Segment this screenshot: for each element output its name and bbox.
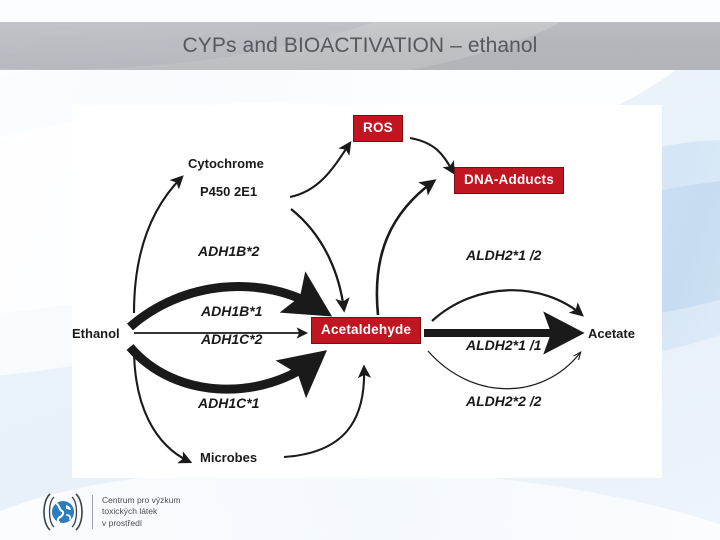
enzyme-label-adh1b2: ADH1B*2 xyxy=(198,243,260,259)
node-dna-adducts: DNA-Adducts xyxy=(454,167,564,194)
org-line-2: toxických látek xyxy=(102,506,158,517)
enzyme-label-adh1c1: ADH1C*1 xyxy=(198,395,260,411)
node-cytochrome-line2: P450 2E1 xyxy=(200,184,258,199)
node-ethanol: Ethanol xyxy=(72,326,120,341)
pathway-arrows xyxy=(126,136,585,464)
page-title: CYPs and BIOACTIVATION – ethanol xyxy=(182,34,538,57)
node-acetaldehyde: Acetaldehyde xyxy=(311,317,422,344)
node-acetate: Acetate xyxy=(588,326,635,341)
node-microbes: Microbes xyxy=(200,450,258,465)
enzyme-label-aldh2-2-2: ALDH2*2 /2 xyxy=(466,393,542,409)
footer-logo: Centrum pro výzkum toxických látek v pro… xyxy=(38,487,238,537)
title-band: CYPs and BIOACTIVATION – ethanol xyxy=(0,22,720,70)
diagram-panel: Ethanol Cytochrome P450 2E1 Microbes ROS… xyxy=(72,105,662,478)
enzyme-label-aldh2-1-1: ALDH2*1 /1 xyxy=(466,337,542,353)
logo-divider xyxy=(92,495,93,529)
enzyme-label-aldh2-1-2: ALDH2*1 /2 xyxy=(466,247,542,263)
org-line-3: v prostředí xyxy=(102,517,143,528)
org-line-1: Centrum pro výzkum xyxy=(102,494,181,505)
organization-name: Centrum pro výzkum toxických látek v pro… xyxy=(102,495,180,530)
node-cytochrome-line1: Cytochrome xyxy=(188,156,264,171)
enzyme-label-adh1c2: ADH1C*2 xyxy=(201,331,263,347)
enzyme-label-adh1b1: ADH1B*1 xyxy=(201,303,263,319)
node-ros: ROS xyxy=(353,115,403,142)
globe-icon xyxy=(43,493,83,531)
